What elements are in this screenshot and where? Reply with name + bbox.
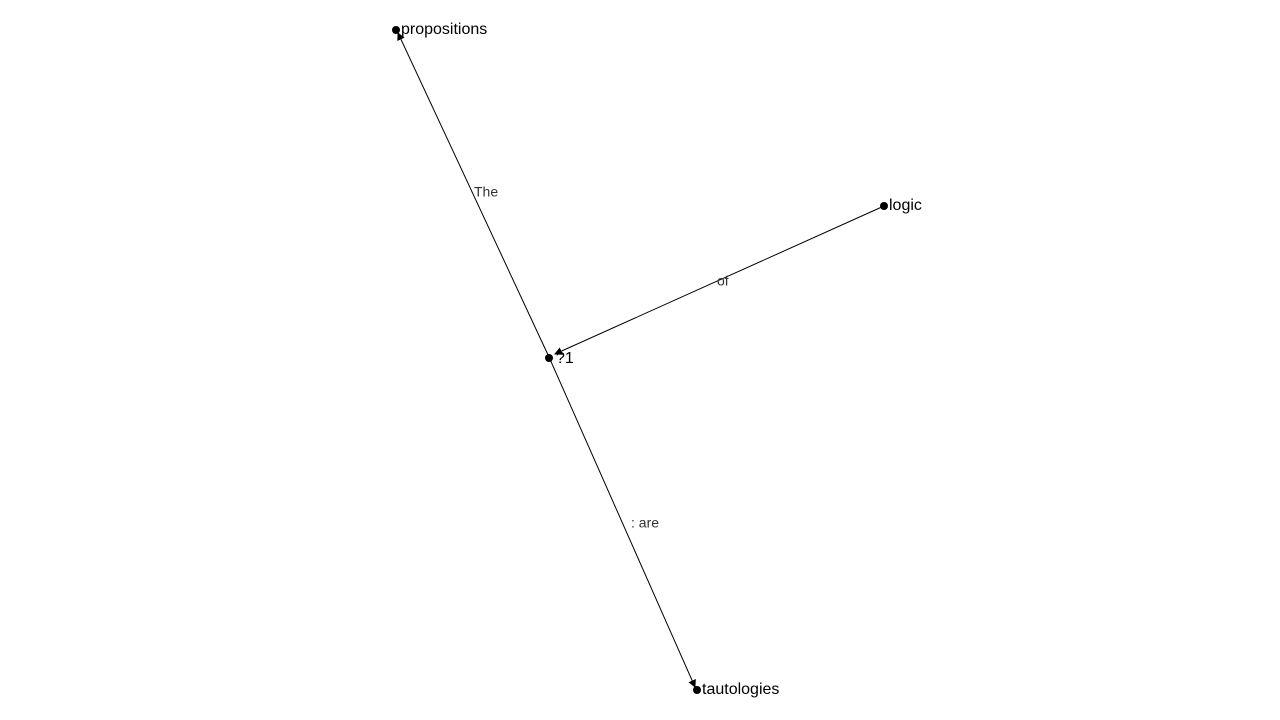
node-label: logic <box>889 197 922 214</box>
node-label: ?1 <box>556 350 574 367</box>
node-dot <box>880 202 888 210</box>
node-q1: ?1 <box>545 350 574 367</box>
node-dot <box>693 686 701 694</box>
edge-label-of: of <box>717 273 729 289</box>
node-label: propositions <box>401 21 487 38</box>
node-dot <box>545 354 553 362</box>
edge-label-the: The <box>474 184 498 200</box>
node-logic: logic <box>880 197 922 214</box>
node-label: tautologies <box>702 681 779 698</box>
node-dot <box>392 26 400 34</box>
node-propositions: propositions <box>392 21 487 38</box>
edge-the <box>397 32 550 358</box>
edge-are <box>548 356 696 688</box>
edge-label-are: : are <box>631 515 659 531</box>
node-tautologies: tautologies <box>693 681 779 698</box>
edge-of <box>554 205 885 355</box>
